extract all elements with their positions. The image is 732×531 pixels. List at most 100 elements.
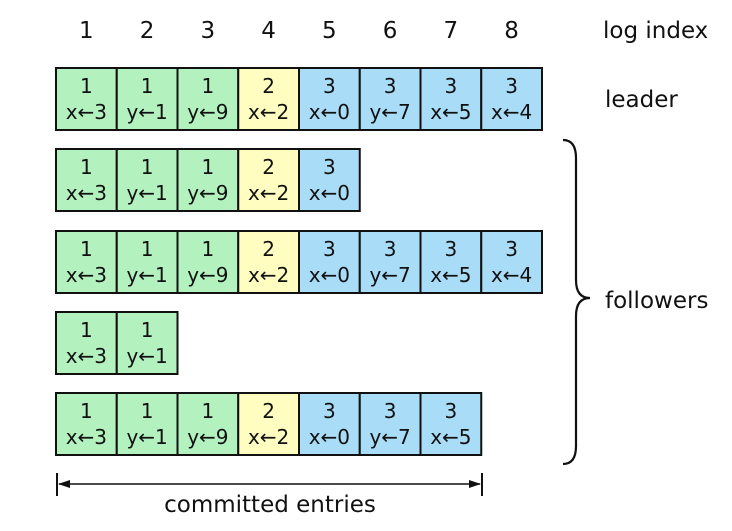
log-index-number: 4 — [261, 18, 276, 44]
entry-command: y←9 — [187, 181, 228, 205]
entry-command: y←9 — [187, 425, 228, 449]
log-entry: 1x←3 — [55, 148, 118, 212]
entry-command: y←1 — [126, 263, 167, 287]
log-index-number: 3 — [201, 18, 216, 44]
log-entry: 1y←1 — [115, 392, 179, 456]
entry-command: y←1 — [126, 181, 167, 205]
entry-term: 3 — [505, 237, 518, 261]
log-entry: 1y←1 — [115, 311, 179, 375]
follower-log: 1x←31y←11y←92x←23x←03y←73x←53x←4 — [55, 230, 543, 294]
log-entry-box — [419, 392, 483, 456]
committed-entries-label: committed entries — [164, 492, 376, 518]
entry-command: x←4 — [491, 263, 532, 287]
log-entry: 1x←3 — [55, 392, 118, 456]
log-entry-box — [358, 230, 422, 294]
log-entry-box — [480, 230, 543, 294]
entry-command: x←3 — [66, 181, 107, 205]
log-entry: 1y←9 — [176, 148, 240, 212]
log-entry: 2x←2 — [237, 230, 300, 294]
entry-term: 1 — [141, 318, 154, 342]
log-entry: 1y←9 — [176, 392, 240, 456]
entry-term: 1 — [141, 237, 154, 261]
entry-command: x←5 — [430, 100, 471, 124]
entry-term: 1 — [202, 155, 215, 179]
log-entry-box — [358, 392, 422, 456]
entry-command: x←0 — [309, 425, 350, 449]
log-entry: 3x←4 — [480, 230, 543, 294]
log-entry-box — [298, 148, 361, 212]
log-entry-box — [237, 392, 300, 456]
entry-term: 1 — [80, 237, 93, 261]
entry-term: 1 — [202, 237, 215, 261]
entry-term: 3 — [505, 74, 518, 98]
log-index-number: 2 — [140, 18, 155, 44]
entry-command: x←2 — [248, 100, 289, 124]
leader-label: leader — [605, 87, 678, 113]
entry-term: 1 — [141, 74, 154, 98]
entry-term: 3 — [323, 74, 336, 98]
log-entry: 2x←2 — [237, 67, 300, 131]
log-entry-box — [358, 67, 422, 131]
log-entry: 1y←1 — [115, 148, 179, 212]
entry-command: x←0 — [309, 263, 350, 287]
entry-command: x←4 — [491, 100, 532, 124]
entry-term: 3 — [445, 237, 458, 261]
entry-command: y←1 — [126, 425, 167, 449]
entry-command: y←9 — [187, 263, 228, 287]
entry-command: y←9 — [187, 100, 228, 124]
entry-term: 3 — [384, 74, 397, 98]
entry-command: x←2 — [248, 181, 289, 205]
log-entry-box — [176, 67, 240, 131]
entry-command: x←3 — [66, 425, 107, 449]
entry-term: 3 — [445, 399, 458, 423]
log-entry-box — [298, 392, 361, 456]
entry-command: x←2 — [248, 425, 289, 449]
follower-log: 1x←31y←11y←92x←23x←0 — [55, 148, 361, 212]
entry-term: 1 — [80, 318, 93, 342]
log-index-number: 8 — [504, 18, 519, 44]
log-entry: 3x←0 — [298, 67, 361, 131]
entry-term: 1 — [80, 399, 93, 423]
log-entry: 3x←0 — [298, 392, 361, 456]
entry-term: 3 — [323, 399, 336, 423]
log-entry: 3x←4 — [480, 67, 543, 131]
log-entry-box — [237, 148, 300, 212]
follower-log: 1x←31y←11y←92x←23x←03y←73x←5 — [55, 392, 483, 456]
log-entry-box — [176, 230, 240, 294]
entry-term: 1 — [202, 74, 215, 98]
log-entry: 2x←2 — [237, 148, 300, 212]
entry-term: 1 — [202, 399, 215, 423]
log-entry: 1y←1 — [115, 67, 179, 131]
entry-command: y←1 — [126, 344, 167, 368]
log-entry-box — [419, 230, 483, 294]
log-entry-box — [115, 148, 179, 212]
log-entry: 3y←7 — [358, 230, 422, 294]
entry-command: y←7 — [369, 100, 410, 124]
log-entry: 1y←9 — [176, 230, 240, 294]
log-entry: 1y←1 — [115, 230, 179, 294]
entry-command: x←2 — [248, 263, 289, 287]
log-entry: 1x←3 — [55, 311, 118, 375]
log-index-number: 6 — [383, 18, 398, 44]
log-entry: 1x←3 — [55, 67, 118, 131]
entry-term: 3 — [384, 399, 397, 423]
entry-command: x←3 — [66, 100, 107, 124]
entry-term: 1 — [141, 155, 154, 179]
followers-brace — [562, 138, 591, 466]
entry-command: x←5 — [430, 425, 471, 449]
log-entry: 3x←5 — [419, 392, 483, 456]
log-index-number: 5 — [322, 18, 337, 44]
log-entry: 3y←7 — [358, 392, 422, 456]
log-entry-box — [480, 67, 543, 131]
entry-term: 3 — [445, 74, 458, 98]
log-entry-box — [115, 311, 179, 375]
log-entry: 1x←3 — [55, 230, 118, 294]
followers-label: followers — [605, 288, 708, 314]
log-entry: 3x←5 — [419, 230, 483, 294]
entry-term: 1 — [141, 399, 154, 423]
entry-term: 3 — [323, 237, 336, 261]
log-entry: 1y←9 — [176, 67, 240, 131]
entry-term: 2 — [262, 155, 275, 179]
